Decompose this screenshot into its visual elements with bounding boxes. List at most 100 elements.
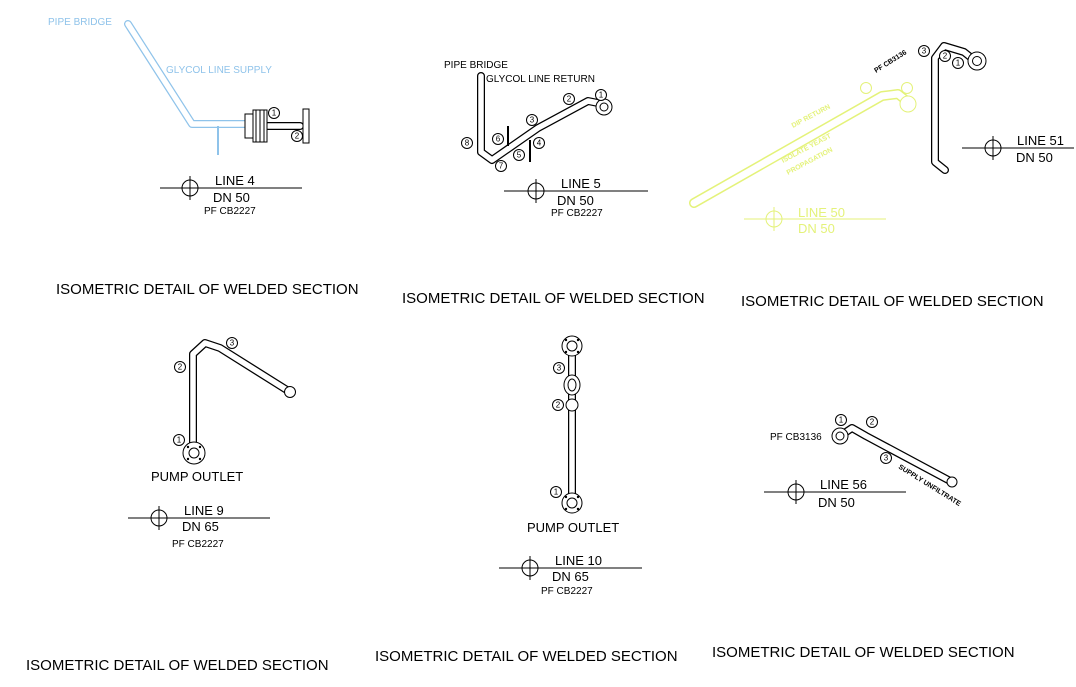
weld-marker: 3 (880, 452, 892, 464)
detail-title: ISOMETRIC DETAIL OF WELDED SECTION (741, 293, 1044, 310)
flange (967, 51, 987, 71)
svg-text:3: 3 (557, 364, 562, 373)
weld-marker: 1 (268, 107, 280, 119)
pump-outlet-label: PUMP OUTLET (151, 469, 243, 484)
weld-marker: 3 (553, 362, 565, 374)
line-size: DN 50 (557, 193, 594, 208)
svg-text:5: 5 (517, 151, 522, 160)
svg-text:2: 2 (567, 95, 572, 104)
weld-marker: 1 (952, 57, 964, 69)
weld-marker: 8 (461, 137, 473, 149)
detail-line-51: DIP RETURN ISOLATE YEAST PROPAGATION LIN… (689, 42, 1074, 310)
svg-text:3: 3 (230, 339, 235, 348)
detail-title: ISOMETRIC DETAIL OF WELDED SECTION (56, 281, 359, 298)
line-size: DN 50 (818, 495, 855, 510)
svg-text:6: 6 (496, 135, 501, 144)
detail-title: ISOMETRIC DETAIL OF WELDED SECTION (26, 657, 329, 674)
svg-text:7: 7 (499, 162, 504, 171)
svg-text:3: 3 (884, 454, 889, 463)
faded-line-50: DIP RETURN ISOLATE YEAST PROPAGATION LIN… (689, 82, 917, 236)
detail-title: ISOMETRIC DETAIL OF WELDED SECTION (375, 648, 678, 665)
svg-text:2: 2 (556, 401, 561, 410)
svg-text:2: 2 (178, 363, 183, 372)
detail-line-56: PF CB3136 1 2 3 SUPPLY UNFILTRATE LINE 5… (712, 414, 1015, 661)
faded-line-number: LINE 50 (798, 205, 845, 220)
line-tag: LINE 51 DN 50 (962, 133, 1074, 165)
weld-marker: 1 (173, 434, 185, 446)
svg-text:3: 3 (922, 47, 927, 56)
line-size: DN 50 (213, 190, 250, 205)
pipe-bridge-label: PIPE BRIDGE (444, 60, 508, 71)
flange (561, 492, 583, 514)
detail-title: ISOMETRIC DETAIL OF WELDED SECTION (402, 290, 705, 307)
svg-text:2: 2 (870, 418, 875, 427)
weld-marker: 2 (563, 93, 575, 105)
glycol-line-return-label: GLYCOL LINE RETURN (486, 74, 595, 85)
svg-text:1: 1 (554, 488, 559, 497)
weld-marker: 1 (595, 89, 607, 101)
flange-valve-assembly (244, 108, 310, 144)
pipe-run (124, 20, 304, 155)
flange (561, 335, 583, 357)
weld-marker: 2 (866, 416, 878, 428)
pump-outlet-label: PUMP OUTLET (527, 520, 619, 535)
svg-text:1: 1 (272, 109, 277, 118)
detail-line-4: PIPE BRIDGE GLYCOL LINE SUPPLY 1 2 (48, 17, 359, 298)
svg-text:1: 1 (956, 59, 961, 68)
flange (595, 98, 613, 116)
pipe-run (189, 339, 296, 454)
weld-marker: 3 (226, 337, 238, 349)
line-number: LINE 5 (561, 176, 601, 191)
weld-marker: 7 (495, 160, 507, 172)
line-number: LINE 4 (215, 173, 255, 188)
pipe-run (931, 42, 978, 174)
weld-marker: 4 (533, 137, 545, 149)
svg-text:8: 8 (465, 139, 470, 148)
weld-marker: 6 (492, 133, 504, 145)
weld-marker: 2 (291, 130, 303, 142)
weld-marker: 5 (513, 149, 525, 161)
line-size: DN 65 (552, 569, 589, 584)
line-tag: LINE 9 DN 65 PF CB2227 (128, 503, 270, 550)
line-number: LINE 56 (820, 477, 867, 492)
weld-marker: 1 (550, 486, 562, 498)
line-number: LINE 10 (555, 553, 602, 568)
pf-code: PF CB2227 (541, 586, 593, 597)
svg-text:1: 1 (177, 436, 182, 445)
weld-marker: 3 (526, 114, 538, 126)
detail-title: ISOMETRIC DETAIL OF WELDED SECTION (712, 644, 1015, 661)
glycol-line-supply-label: GLYCOL LINE SUPPLY (166, 65, 272, 76)
pf-code-rotated: PF CB3136 (873, 49, 908, 74)
pf-code: PF CB2227 (204, 206, 256, 217)
line-tag: LINE 56 DN 50 (764, 477, 906, 510)
weld-marker: 1 (835, 414, 847, 426)
svg-text:2: 2 (295, 132, 300, 141)
faded-line-size: DN 50 (798, 221, 835, 236)
pipe-bridge-label: PIPE BRIDGE (48, 17, 112, 28)
svg-text:4: 4 (537, 139, 542, 148)
svg-text:1: 1 (839, 416, 844, 425)
detail-line-10: 1 2 3 PUMP OUTLET LINE 10 DN 65 PF CB222… (375, 335, 678, 665)
line-size: DN 50 (1016, 150, 1053, 165)
line-tag: LINE 10 DN 65 PF CB2227 (499, 553, 642, 597)
pf-code: PF CB2227 (172, 539, 224, 550)
svg-text:3: 3 (530, 116, 535, 125)
pipe-run (477, 72, 602, 164)
svg-text:2: 2 (943, 52, 948, 61)
weld-marker: 2 (939, 50, 951, 62)
detail-line-5: PIPE BRIDGE GLYCOL LINE RETURN 1 2 3 4 5… (402, 60, 705, 307)
weld-marker: 2 (174, 361, 186, 373)
pipe-run (563, 348, 581, 504)
line-tag: LINE 5 DN 50 PF CB2227 (504, 176, 648, 219)
line-number: LINE 9 (184, 503, 224, 518)
weld-marker: 2 (552, 399, 564, 411)
weld-marker: 3 (918, 45, 930, 57)
pf-code: PF CB3136 (770, 432, 822, 443)
detail-line-9: 1 2 3 PUMP OUTLET LINE 9 DN 65 PF CB2227… (26, 337, 329, 674)
flange (182, 441, 206, 465)
line-number: LINE 51 (1017, 133, 1064, 148)
line-tag: LINE 4 DN 50 PF CB2227 (160, 173, 302, 217)
flange (831, 427, 849, 445)
pf-code: PF CB2227 (551, 208, 603, 219)
